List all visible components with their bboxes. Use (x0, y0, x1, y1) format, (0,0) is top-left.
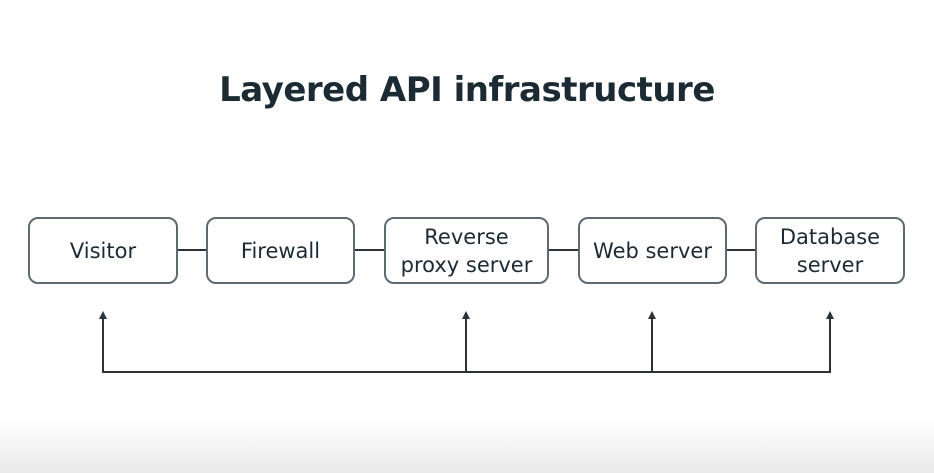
node-visitor: Visitor (28, 217, 178, 284)
diagram-title: Layered API infrastructure (219, 70, 715, 110)
node-web-server-label: Web server (593, 238, 712, 263)
node-reverse-proxy-server-label: Reverse proxy server (400, 224, 533, 277)
arrowhead-database (826, 311, 834, 319)
node-firewall-label: Firewall (240, 238, 321, 263)
arrowhead-visitor (99, 311, 107, 319)
arrowhead-reverse-proxy (462, 311, 470, 319)
node-database-server-label: Database server (779, 224, 881, 277)
node-firewall: Firewall (206, 217, 355, 284)
arrowhead-web-server (648, 311, 656, 319)
node-web-server: Web server (578, 217, 727, 284)
bottom-fade (0, 418, 934, 473)
node-reverse-proxy-server: Reverse proxy server (384, 217, 549, 284)
node-database-server: Database server (755, 217, 905, 284)
node-visitor-label: Visitor (69, 238, 137, 263)
